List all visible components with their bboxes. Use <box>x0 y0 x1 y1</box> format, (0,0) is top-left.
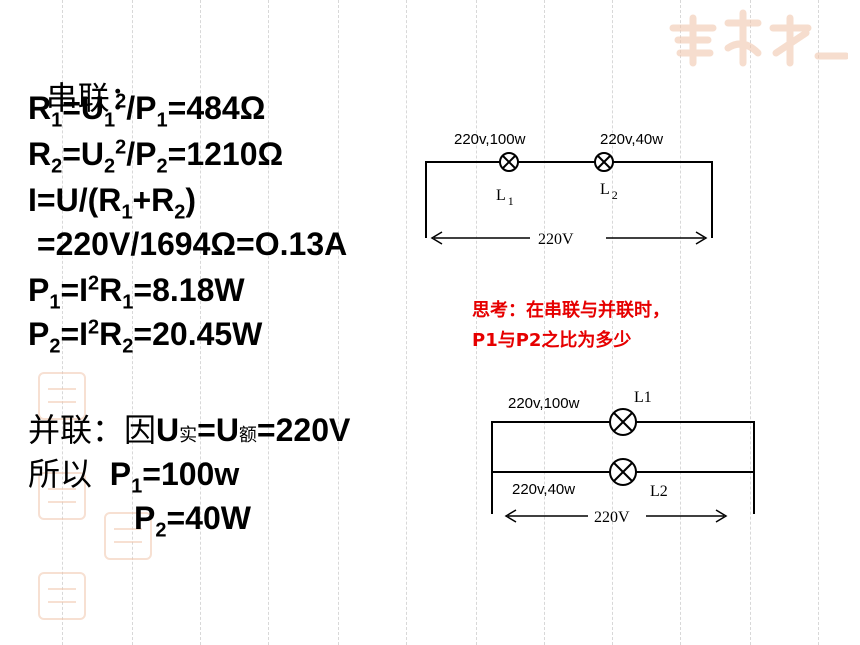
series-wire-left <box>425 161 500 238</box>
series-lamp2-label: 220v,40w <box>600 131 663 148</box>
decor-seal <box>38 572 86 620</box>
formula-r2: R2=U22/P2=1210Ω <box>28 136 284 178</box>
parallel-wire-top-left <box>491 421 610 514</box>
series-wire-right <box>613 161 713 238</box>
formula-current: I=U/(R1+R2) <box>28 182 197 224</box>
grid-line <box>680 0 681 645</box>
parallel-line2: 所以 P1=100w <box>28 455 240 498</box>
parallel-lamp1-label: 220v,100w <box>508 395 580 412</box>
series-heading: 串联： <box>45 79 142 117</box>
grid-line <box>612 0 613 645</box>
grid-line <box>818 0 819 645</box>
parallel-voltage-arrow <box>504 509 728 523</box>
think-question: 思考：在串联与并联时， P1与P2之比为多少 <box>472 296 670 356</box>
grid-line <box>200 0 201 645</box>
grid-line <box>750 0 751 645</box>
parallel-line3: P2=40W <box>134 500 251 542</box>
grid-line <box>268 0 269 645</box>
parallel-wire-top-right <box>636 421 755 514</box>
parallel-lamp2-name: L2 <box>650 483 668 500</box>
formula-current-value: =220V/1694Ω=O.13A <box>28 226 348 262</box>
formula-p1-series: P1=I2R1=8.18W <box>28 272 245 314</box>
decor-seal <box>104 512 152 560</box>
lamp-l2-symbol <box>594 152 614 172</box>
formula-p2-series: P2=I2R2=20.45W <box>28 316 263 358</box>
decor-seal <box>38 472 86 520</box>
series-lamp1-label: 220v,100w <box>454 131 526 148</box>
grid-line <box>476 0 477 645</box>
formula-r1: R1=U12/P1=484Ω <box>28 90 266 132</box>
logo-watermark <box>669 9 848 67</box>
lamp-l2-symbol <box>609 458 637 486</box>
grid-line <box>132 0 133 645</box>
lamp-l1-symbol <box>499 152 519 172</box>
lamp-l1-symbol <box>609 408 637 436</box>
decor-seal <box>38 372 86 420</box>
parallel-circuit-diagram: 220v,100w L1 220v,40w L2 220V <box>491 389 755 526</box>
series-voltage-arrow <box>430 231 708 245</box>
grid-line <box>338 0 339 645</box>
grid-line <box>544 0 545 645</box>
parallel-line1: 并联：因U实=U额=220V <box>28 411 351 449</box>
parallel-voltage-label: 220V <box>594 509 630 526</box>
think-question-line1: 思考：在串联与并联时， <box>472 300 670 321</box>
series-voltage-label: 220V <box>538 231 574 248</box>
grid-line <box>62 0 63 645</box>
think-question-line2: P1与P2之比为多少 <box>472 330 632 351</box>
parallel-lamp2-label: 220v,40w <box>512 481 575 498</box>
grid-line <box>406 0 407 645</box>
parallel-lamp1-name: L1 <box>634 389 652 406</box>
